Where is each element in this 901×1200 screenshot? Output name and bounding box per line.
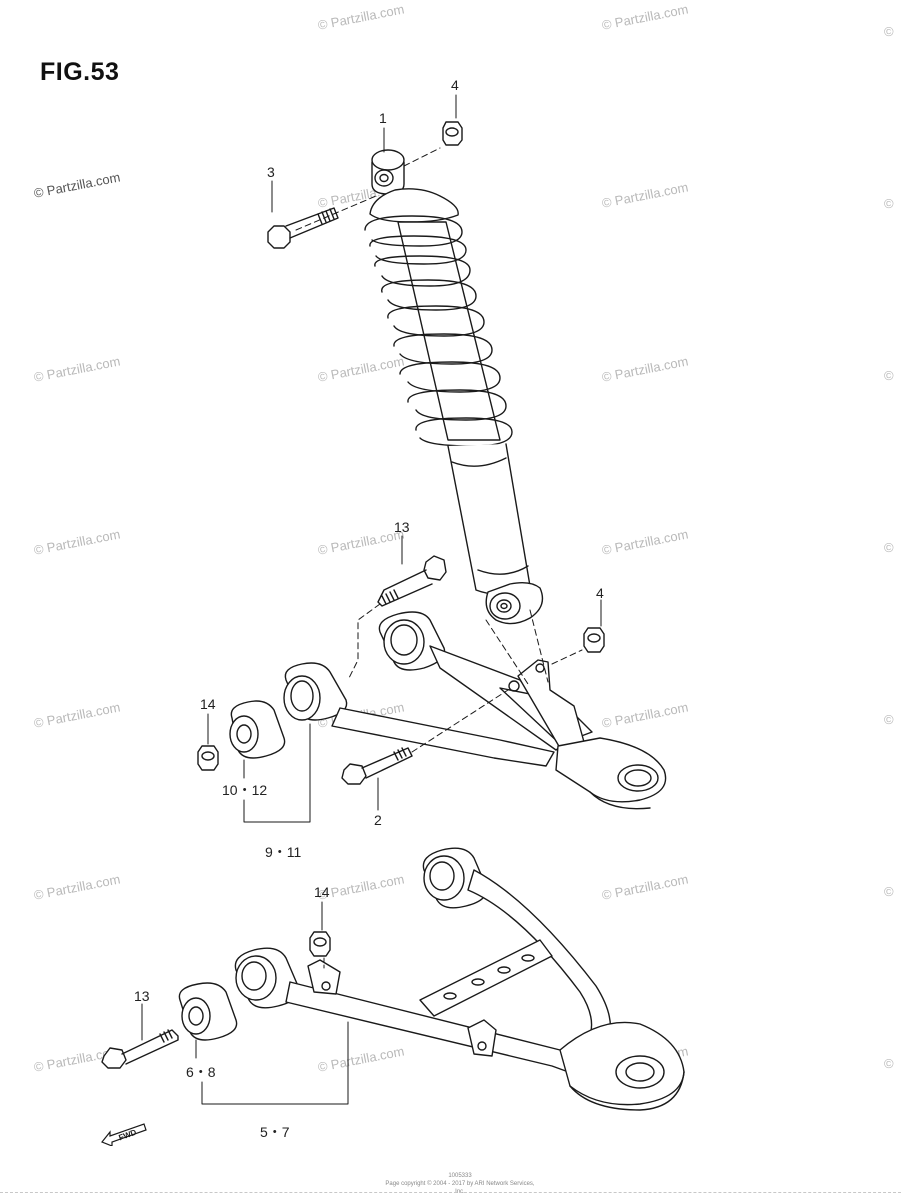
flange-nut-top (442, 121, 463, 146)
bolt-part-2 (341, 747, 413, 785)
figure-title: FIG.53 (40, 58, 120, 86)
callout-4: 4 (596, 585, 604, 601)
callout-3: 3 (267, 164, 275, 180)
callout-6-8: 6・8 (186, 1064, 216, 1080)
flange-nut-14-lower (309, 931, 331, 957)
callout-9-11: 9・11 (265, 844, 302, 860)
bolt-part-3 (267, 207, 339, 249)
fwd-label: FWD (117, 1128, 137, 1143)
watermark-edge: © (884, 24, 894, 39)
forward-arrow-icon: FWD (101, 1123, 147, 1146)
flange-nut-lower (583, 627, 605, 653)
watermark-edge: © (884, 368, 894, 383)
bushing-6-8 (178, 982, 238, 1041)
watermark-edge: © (884, 884, 894, 899)
flange-nut-14-upper (197, 745, 219, 771)
callout-10-12: 10・12 (222, 782, 268, 798)
callout-14: 14 (314, 884, 330, 900)
callout-2: 2 (374, 812, 382, 828)
shock-top-bushing (371, 149, 405, 195)
shock-lower-eye (485, 581, 544, 625)
bottom-rule (0, 1192, 901, 1193)
callout-4: 4 (451, 77, 459, 93)
coil-spring (364, 215, 513, 447)
watermark-edge: © (884, 196, 894, 211)
callout-1: 1 (379, 110, 387, 126)
lower-a-arm (234, 847, 685, 1111)
callout-14: 14 (200, 696, 216, 712)
footer-copyright: Page copyright © 2004 - 2017 by ARI Netw… (385, 1181, 535, 1195)
callout-13: 13 (394, 519, 410, 535)
upper-a-arm (283, 611, 667, 810)
watermark-edge: © (884, 540, 894, 555)
callout-13: 13 (134, 988, 150, 1004)
footer-code: 1005333 (448, 1173, 472, 1179)
bushing-10-12 (229, 700, 286, 759)
callout-5-7: 5・7 (260, 1124, 290, 1140)
bolt-13-upper (377, 555, 447, 607)
watermark-edge: © (884, 712, 894, 727)
shock-absorber (364, 149, 544, 625)
watermark-edge: © (884, 1056, 894, 1071)
bolt-13-lower (101, 1029, 179, 1069)
